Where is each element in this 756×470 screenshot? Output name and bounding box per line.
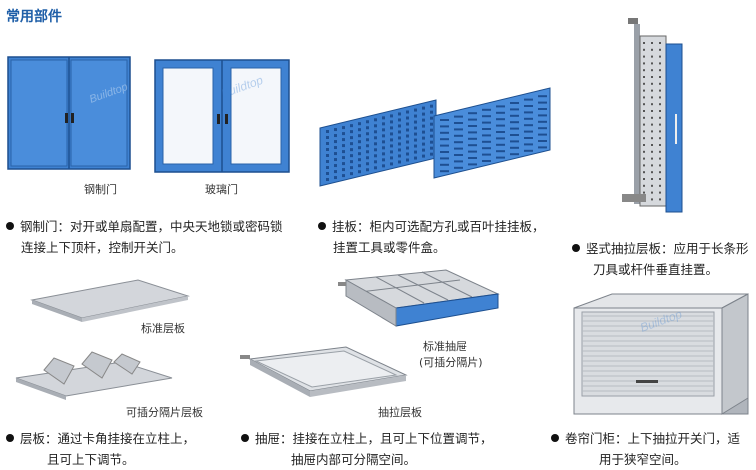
description-roller: 卷帘门柜：上下抽拉开关门，适 用于狭窄空间。 (551, 428, 740, 470)
bullet-icon (6, 434, 14, 442)
caption-steel-door: 钢制门 (84, 183, 117, 196)
description-shelves: 层板：通过卡角挂接在立柱上， 且可上下调节。 (6, 428, 195, 470)
caption-pullout-shelf: 抽拉层板 (378, 406, 422, 419)
caption-standard-shelf: 标准层板 (141, 322, 185, 335)
bullet-icon (572, 244, 580, 252)
standard-drawer-illustration (338, 269, 500, 327)
caption-drawer-line1: 标准抽屉 (423, 340, 467, 353)
description-panels: 挂板：柜内可选配方孔或百叶挂挂板， 挂置工具或零件盒。 (318, 216, 545, 258)
pullout-shelf-illustration (240, 346, 408, 397)
square-hole-panel-illustration (433, 87, 551, 179)
section-title: 常用部件 (6, 9, 62, 25)
bullet-icon (551, 434, 559, 442)
description-vertical: 竖式抽拉层板：应用于长条形 刀具或杆件垂直挂置。 (572, 238, 749, 280)
steel-door-illustration: Buildtop (7, 56, 131, 170)
standard-shelf-illustration (30, 279, 190, 322)
caption-divider-shelf: 可插分隔片层板 (126, 406, 203, 419)
louvered-panel-illustration (319, 99, 437, 187)
bullet-icon (6, 222, 14, 230)
bullet-icon (318, 222, 326, 230)
bullet-icon (241, 434, 249, 442)
caption-drawer-line2: (可插分隔片) (419, 356, 483, 369)
caption-glass-door: 玻璃门 (205, 183, 238, 196)
divider-shelf-illustration (15, 351, 173, 400)
description-doors: 钢制门：对开或单扇配置，中央天地锁或密码锁 连接上下顶杆，控制开关门。 (6, 216, 283, 258)
vertical-pullout-shelf-illustration (622, 18, 683, 213)
description-drawers: 抽屉：挂接在立柱上，且可上下位置调节， 抽屉内部可分隔空间。 (241, 428, 493, 470)
roller-door-cabinet-illustration: Buildtop (573, 293, 749, 415)
glass-door-illustration: Buildtop (154, 59, 290, 173)
